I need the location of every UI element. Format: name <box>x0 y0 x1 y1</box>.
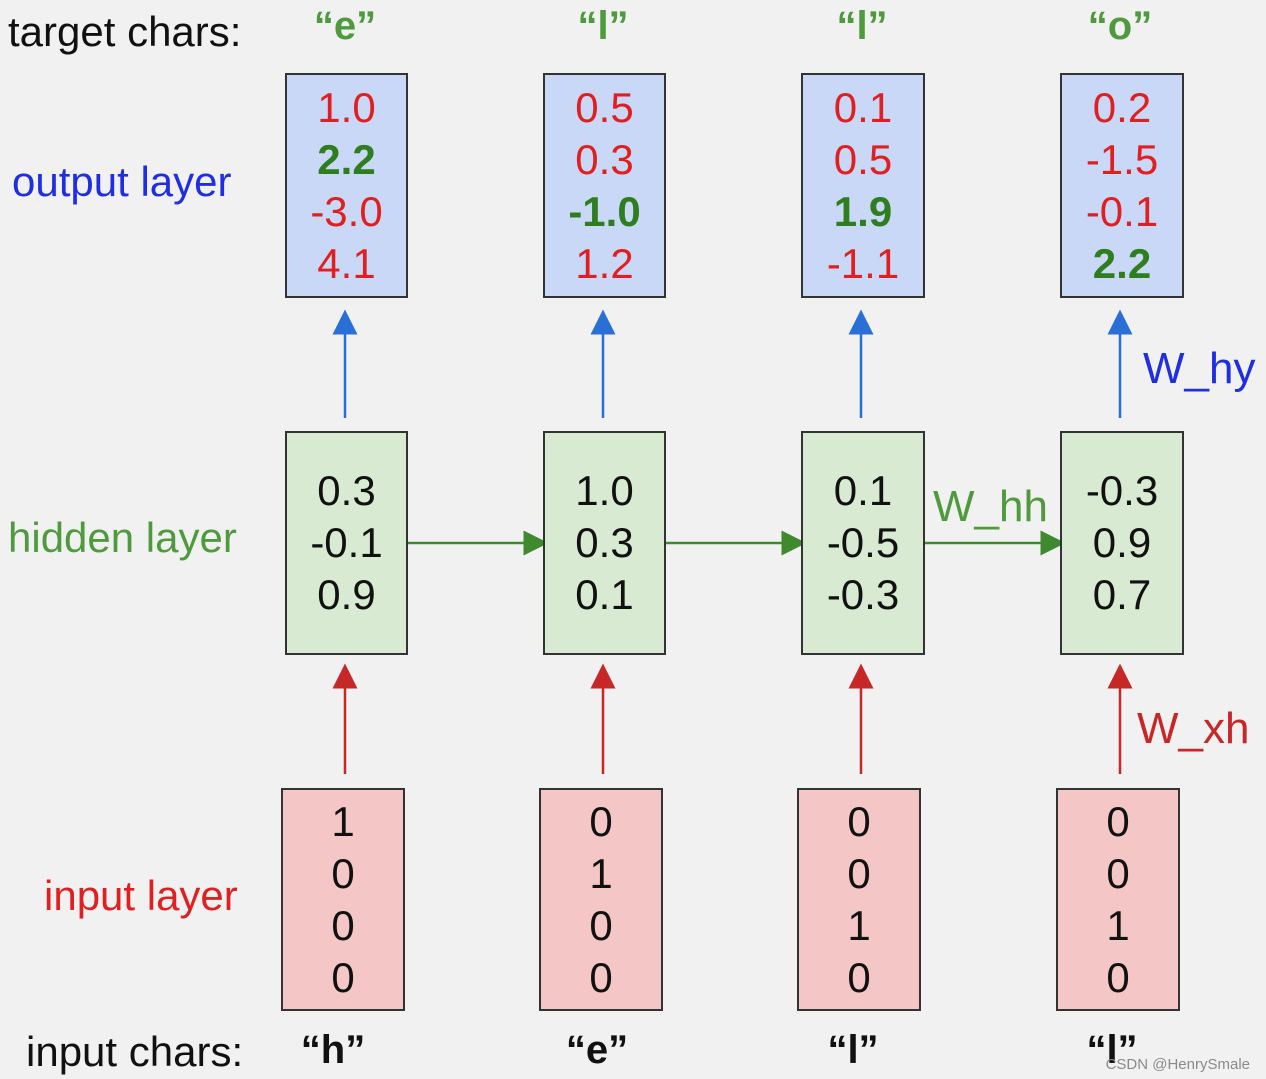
weight-hh-label: W_hh <box>933 482 1048 531</box>
output-value: 4.1 <box>317 239 376 287</box>
target-char-2: “l” <box>577 4 629 48</box>
output-box-1: 1.0 2.2 -3.0 4.1 <box>285 73 408 298</box>
output-value: 0.5 <box>833 135 893 183</box>
input-value: 0 <box>331 901 355 949</box>
hidden-value: -0.5 <box>826 519 900 566</box>
hidden-layer-label: hidden layer <box>8 514 237 561</box>
input-chars-label: input chars: <box>26 1028 244 1075</box>
target-char-4: “o” <box>1087 4 1153 48</box>
input-box-4: 0 0 1 0 <box>1056 788 1180 1011</box>
hidden-value: 0.7 <box>1092 571 1152 618</box>
output-value: 0.5 <box>575 83 634 131</box>
weight-hy-label: W_hy <box>1143 344 1256 393</box>
input-value: 0 <box>589 797 613 845</box>
output-value-target: -1.0 <box>568 187 641 235</box>
input-value: 0 <box>847 797 871 845</box>
input-value: 0 <box>331 953 355 1001</box>
input-value: 1 <box>1106 901 1130 949</box>
input-char-3: “l” <box>827 1028 879 1072</box>
input-box-2: 0 1 0 0 <box>539 788 663 1011</box>
input-value: 0 <box>1106 849 1130 897</box>
hidden-box-3: 0.1 -0.5 -0.3 <box>801 431 925 655</box>
hidden-value: 0.3 <box>317 467 376 514</box>
input-value: 0 <box>1106 953 1130 1001</box>
output-value: -3.0 <box>310 187 383 235</box>
output-layer-label: output layer <box>12 158 232 205</box>
hidden-value: 0.3 <box>575 519 634 566</box>
output-box-3: 0.1 0.5 1.9 -1.1 <box>801 73 925 298</box>
output-box-2: 0.5 0.3 -1.0 1.2 <box>543 73 666 298</box>
target-char-1: “e” <box>313 4 377 48</box>
output-box-4: 0.2 -1.5 -0.1 2.2 <box>1060 73 1184 298</box>
input-box-3: 0 0 1 0 <box>797 788 921 1011</box>
input-value: 1 <box>847 901 871 949</box>
output-value-target: 2.2 <box>1092 239 1152 287</box>
input-value: 0 <box>847 953 871 1001</box>
output-value-target: 1.9 <box>833 187 893 235</box>
input-char-1: “h” <box>300 1028 366 1072</box>
input-char-4: “l” <box>1086 1028 1138 1072</box>
input-value: 0 <box>847 849 871 897</box>
output-value-target: 2.2 <box>317 135 376 183</box>
hidden-value: 0.9 <box>1092 519 1152 566</box>
hidden-box-1: 0.3 -0.1 0.9 <box>285 431 408 655</box>
input-box-1: 1 0 0 0 <box>281 788 405 1011</box>
hidden-value: -0.3 <box>826 571 900 618</box>
input-value: 0 <box>589 953 613 1001</box>
hidden-value: 0.1 <box>833 467 893 514</box>
output-value: -1.5 <box>1085 135 1159 183</box>
weight-xh-label: W_xh <box>1137 704 1250 753</box>
output-value: 0.2 <box>1092 83 1152 131</box>
watermark: CSDN @HenrySmale <box>1105 1056 1250 1073</box>
output-value: -0.1 <box>1085 187 1159 235</box>
input-layer-label: input layer <box>44 872 238 919</box>
input-value: 0 <box>589 901 613 949</box>
input-value: 1 <box>331 797 355 845</box>
hidden-box-4: -0.3 0.9 0.7 <box>1060 431 1184 655</box>
hidden-value: 1.0 <box>575 467 634 514</box>
output-value: 0.3 <box>575 135 634 183</box>
output-value: -1.1 <box>826 239 900 287</box>
input-value: 0 <box>1106 797 1130 845</box>
hidden-value: 0.1 <box>575 571 634 618</box>
output-value: 0.1 <box>833 83 893 131</box>
input-value: 0 <box>331 849 355 897</box>
input-char-2: “e” <box>565 1028 629 1072</box>
hidden-value: -0.1 <box>310 519 383 566</box>
output-value: 1.2 <box>575 239 634 287</box>
output-value: 1.0 <box>317 83 376 131</box>
input-value: 1 <box>589 849 613 897</box>
hidden-box-2: 1.0 0.3 0.1 <box>543 431 666 655</box>
hidden-value: -0.3 <box>1085 467 1159 514</box>
target-char-3: “l” <box>836 4 888 48</box>
hidden-value: 0.9 <box>317 571 376 618</box>
target-chars-label: target chars: <box>8 8 242 55</box>
